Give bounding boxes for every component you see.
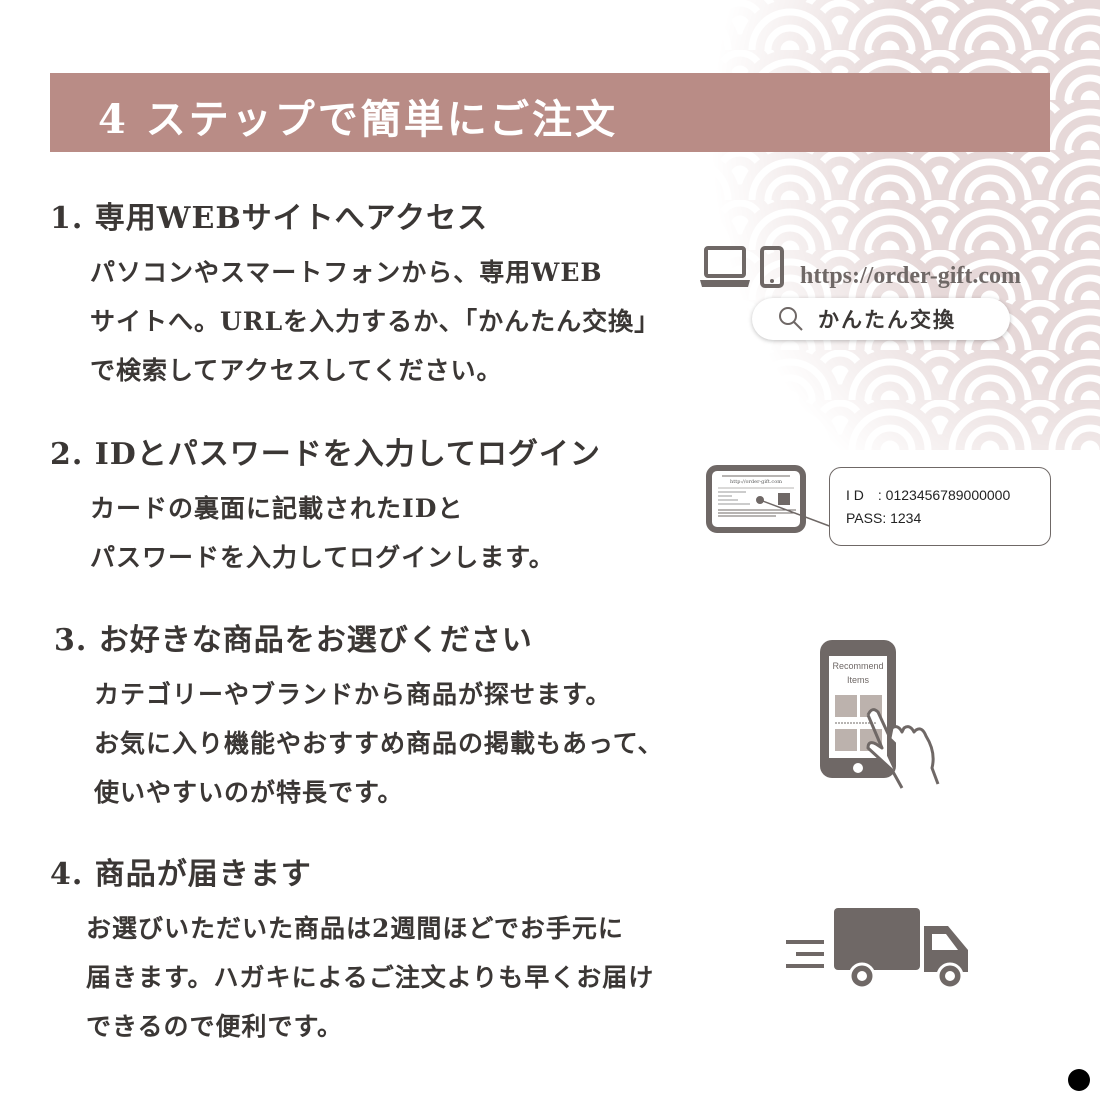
- card-url: http://order-gift.com: [730, 479, 782, 485]
- step-body: パソコンやスマートフォンから、専用WEB サイトへ。URLを入力するか、「かんた…: [90, 258, 661, 385]
- delivery-truck-icon: [786, 908, 968, 990]
- step-3: 3. お好きな商品をお選びください カテゴリーやブランドから商品が探せます。 お…: [54, 622, 664, 817]
- step-title: 4. 商品が届きます: [50, 857, 312, 892]
- search-text: かんたん交換: [818, 308, 956, 332]
- login-credentials-box: I D : 0123456789000000 PASS: 1234: [829, 467, 1051, 546]
- screen-title: Recommend: [832, 661, 883, 671]
- header-banner: 4 ステップで簡単にご注文: [50, 73, 1050, 152]
- page-title: 4 ステップで簡単にご注文: [98, 96, 618, 143]
- site-url: https://order-gift.com: [800, 263, 1022, 289]
- page-indicator-dot: [1068, 1069, 1090, 1091]
- seigaiha-wave-pattern: [690, 0, 1100, 450]
- step-1: 1. 専用WEBサイトへアクセス パソコンやスマートフォンから、専用WEB サイ…: [50, 200, 660, 395]
- step-title: 2. IDとパスワードを入力してログイン: [50, 437, 601, 472]
- pass-line: PASS: 1234: [846, 510, 922, 526]
- search-icon: [779, 307, 803, 331]
- step-2: 2. IDとパスワードを入力してログイン カードの裏面に記載されたIDと パスワ…: [50, 436, 601, 582]
- laptop-phone-icon: [700, 246, 784, 288]
- search-box: かんたん交換: [752, 298, 1010, 340]
- step-body: お選びいただいた商品は2週間ほどでお手元に 届きます。ハガキによるご注文よりも早…: [86, 914, 655, 1041]
- card-icon: http://order-gift.com: [706, 465, 833, 533]
- step-body: カテゴリーやブランドから商品が探せます。 お気に入り機能やおすすめ商品の掲載もあ…: [94, 680, 664, 807]
- step-title: 3. お好きな商品をお選びください: [54, 623, 533, 658]
- id-line: I D : 0123456789000000: [846, 487, 1011, 503]
- smartphone-tap-icon: Recommend Items: [820, 640, 940, 789]
- step-4: 4. 商品が届きます お選びいただいた商品は2週間ほどでお手元に 届きます。ハガ…: [50, 856, 654, 1051]
- screen-title: Items: [847, 675, 870, 685]
- step-title: 1. 専用WEBサイトへアクセス: [50, 201, 489, 236]
- step-body: カードの裏面に記載されたIDと パスワードを入力してログインします。: [90, 494, 555, 572]
